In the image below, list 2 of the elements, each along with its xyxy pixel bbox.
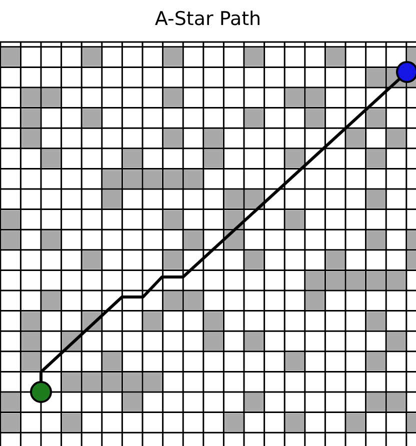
chart-title: A-Star Path (154, 8, 262, 30)
path-line (40, 78, 401, 382)
